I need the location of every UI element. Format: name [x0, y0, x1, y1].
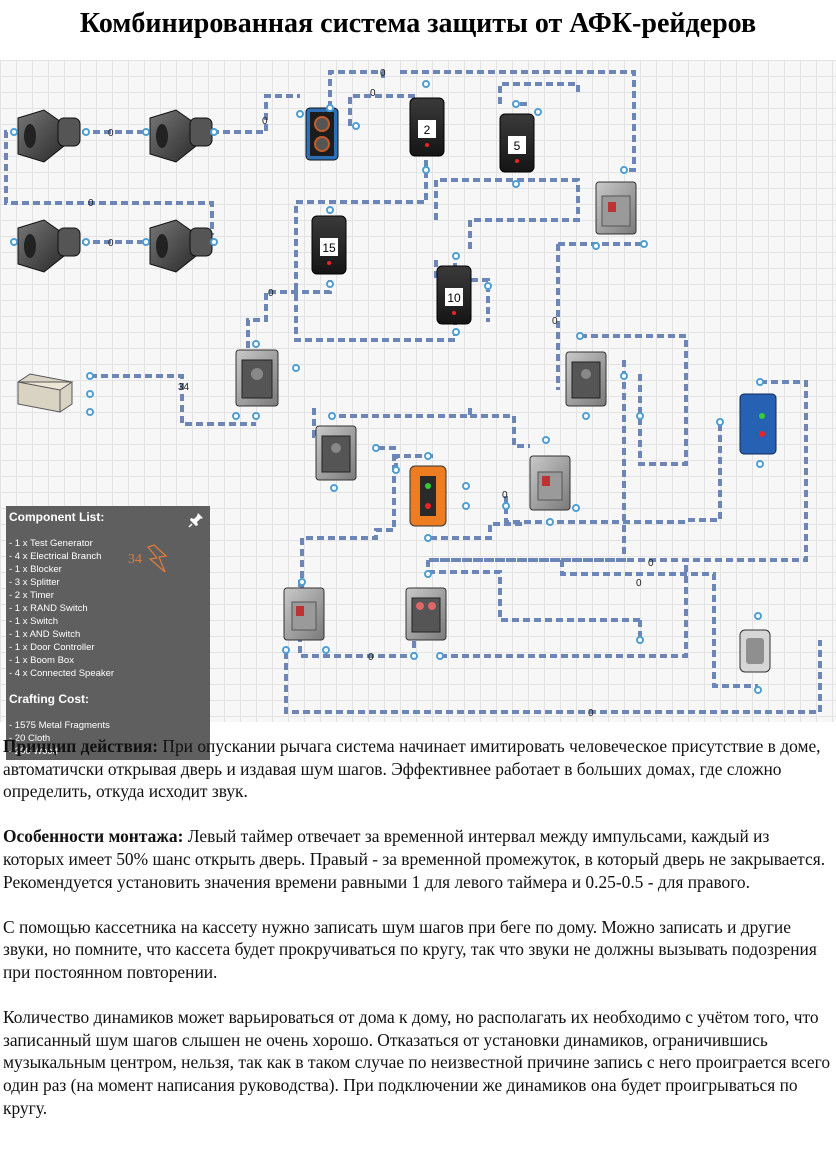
wire-label: 0: [380, 68, 386, 79]
wire-label: 0: [108, 238, 114, 249]
timer-label: 10: [447, 291, 461, 305]
crafting-item: - 200 Wood: [9, 746, 58, 757]
wire: [394, 454, 434, 470]
timer-icon: 15: [311, 215, 347, 275]
timer-icon: 5: [499, 113, 535, 173]
speaker-icon: [17, 109, 81, 163]
test-generator-icon: [17, 373, 74, 413]
pin-icon[interactable]: [188, 512, 204, 528]
paragraph-principle: Принцип действия: При опускании рычага с…: [3, 735, 833, 803]
component-list-panel: Component List: - 1 x Test Generator - 4…: [6, 506, 210, 760]
wire-label: 0: [588, 708, 594, 719]
wire-label: 0: [108, 128, 114, 139]
wire-label: 0: [368, 652, 374, 663]
timer-label: 15: [322, 241, 336, 255]
wire-label: 0: [88, 198, 94, 209]
wire: [560, 560, 758, 688]
wire: [428, 380, 808, 562]
wire: [470, 414, 530, 448]
wires: [4, 70, 822, 714]
wire-label: 0: [502, 490, 508, 501]
crafting-cost-heading: Crafting Cost:: [9, 692, 89, 706]
component-item: - 4 x Electrical Branch: [9, 551, 102, 562]
splitter-icon: [405, 587, 447, 641]
component-item: - 1 x Blocker: [9, 564, 62, 575]
paragraph-label: Особенности монтажа:: [3, 826, 184, 847]
speaker-icon: [17, 219, 81, 273]
wire-label: 0: [648, 558, 654, 569]
wire: [498, 82, 580, 104]
speaker-icon: [149, 109, 213, 163]
circuit-diagram: 0 0 0 0 0 0 0 34 0 0 0 0 0 0: [0, 60, 836, 760]
wire-label: 0: [262, 116, 268, 127]
component-item: - 4 x Connected Speaker: [9, 668, 115, 679]
crafting-item: - 1575 Metal Fragments: [9, 720, 110, 731]
wire: [428, 570, 640, 622]
component-item: - 3 x Splitter: [9, 577, 60, 588]
lightning-icon: [147, 544, 168, 573]
wire: [580, 334, 688, 466]
power-indicator: 34: [128, 544, 168, 574]
wire: [246, 280, 332, 350]
splitter-icon: [529, 455, 571, 511]
crafting-item: - 20 Cloth: [9, 733, 51, 744]
wire: [294, 160, 457, 342]
wire-label: 0: [552, 316, 558, 327]
wire: [4, 130, 214, 235]
wire: [440, 560, 688, 658]
wire: [400, 70, 636, 172]
article-body: Принцип действия: При опускании рычага с…: [3, 735, 833, 1142]
wire: [426, 360, 626, 570]
paragraph-text: При опускании рычага система начинает им…: [3, 736, 821, 802]
wire: [328, 70, 385, 108]
wire: [434, 178, 580, 250]
splitter-icon: [315, 425, 357, 481]
wire-labels: 0 0 0 0 0 0 0 34 0 0 0 0 0 0: [88, 68, 654, 719]
electrical-branch-icon: [595, 181, 637, 235]
component-item: - 1 x Boom Box: [9, 655, 74, 666]
component-item: - 1 x Switch: [9, 616, 59, 627]
component-item: - 1 x Door Controller: [9, 642, 95, 653]
wire: [430, 522, 522, 540]
timer-icon: 2: [409, 97, 445, 157]
lever-switch-icon: [739, 629, 771, 673]
wire: [332, 408, 472, 418]
paragraph-label: Принцип действия:: [3, 736, 159, 756]
component-item: - 2 x Timer: [9, 590, 54, 601]
blocker-icon: [409, 465, 447, 527]
component-list-heading: Component List:: [9, 510, 105, 524]
and-switch-icon: [283, 587, 325, 641]
rand-switch-icon: [565, 351, 607, 407]
timer-icon: 10: [436, 265, 472, 325]
wire: [284, 640, 822, 714]
wire-label: 0: [636, 578, 642, 589]
wire: [348, 94, 418, 126]
wire: [212, 94, 300, 134]
wire-label: 0: [268, 288, 274, 299]
wire: [300, 446, 396, 590]
timer-label: 2: [424, 123, 431, 137]
power-value: 34: [128, 552, 142, 568]
paragraph-recording: С помощью кассетника на кассету нужно за…: [3, 916, 817, 982]
speaker-icon: [149, 219, 213, 273]
page-title: Комбинированная система защиты от АФК-ре…: [79, 8, 757, 39]
paragraph-text: Левый таймер отвечает за временной интер…: [3, 826, 826, 892]
paragraph-assembly: Особенности монтажа: Левый таймер отвеча…: [3, 825, 833, 893]
wire: [686, 424, 722, 522]
switch-icon: [235, 349, 279, 407]
timer-label: 5: [514, 139, 521, 153]
component-item: - 1 x Test Generator: [9, 538, 93, 549]
wire: [90, 374, 256, 426]
wire-label: 34: [178, 382, 190, 393]
wire-label: 0: [370, 88, 376, 99]
component-item: - 1 x RAND Switch: [9, 603, 88, 614]
ports: [10, 80, 764, 694]
door-controller-icon: [739, 393, 777, 455]
boombox-icon: [305, 107, 339, 161]
paragraph-speakers: Количество динамиков может варьироваться…: [3, 1007, 831, 1118]
component-item: - 1 x AND Switch: [9, 629, 81, 640]
